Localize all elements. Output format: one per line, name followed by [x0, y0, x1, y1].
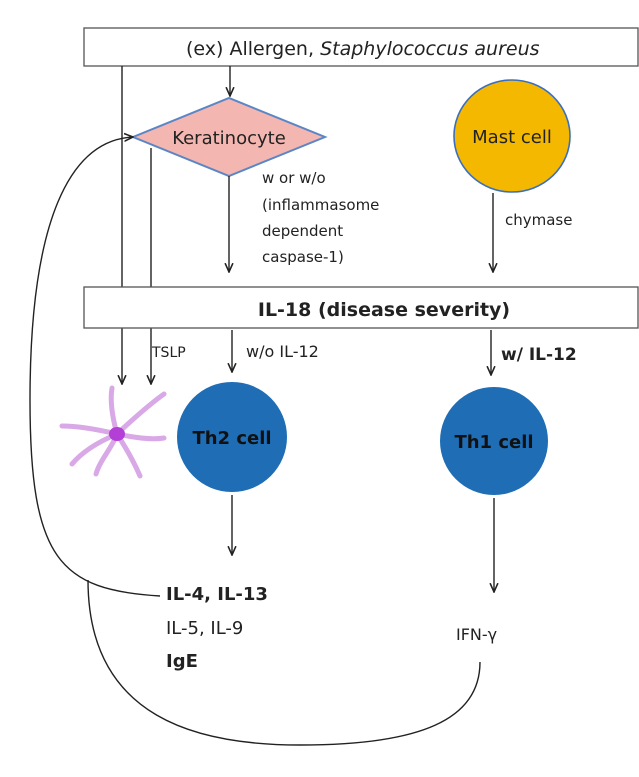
keratinocyte-note-line2: (inflammasome — [262, 196, 379, 214]
keratinocyte-note-line4: caspase-1) — [262, 248, 344, 266]
th2-output-line3: IgE — [166, 651, 198, 672]
chymase-label: chymase — [505, 211, 572, 229]
allergen-text: (ex) Allergen, Staphylococcus aureus — [186, 38, 540, 60]
il18-box — [83, 286, 639, 329]
with-il12-label: w/ IL-12 — [501, 345, 577, 365]
mast-cell-label: Mast cell — [472, 127, 552, 148]
mast-cell-circle — [453, 79, 571, 193]
th2-cell-circle — [177, 382, 287, 492]
keratinocyte-label: Keratinocyte — [172, 128, 286, 149]
th2-output-line1: IL-4, IL-13 — [166, 584, 268, 605]
keratinocyte-note-line1: w or w/o — [262, 169, 326, 187]
th1-cell-circle — [440, 387, 548, 495]
keratinocyte-note-line3: dependent — [262, 222, 343, 240]
feedback-loop-cytokines-to-keratinocyte — [29, 137, 161, 597]
ifn-gamma-label: IFN-γ — [456, 625, 497, 644]
th2-output-line2: IL-5, IL-9 — [166, 618, 243, 639]
th1-cell-label: Th1 cell — [454, 432, 533, 453]
dendritic-nucleus — [109, 427, 125, 441]
without-il12-label: w/o IL-12 — [246, 342, 319, 361]
il18-label: IL-18 (disease severity) — [258, 299, 510, 321]
bottom-loop-ifng — [87, 579, 481, 746]
allergen-box — [83, 27, 639, 67]
allergen-prefix: (ex) Allergen, — [186, 38, 320, 60]
keratinocyte-diamond — [130, 96, 328, 178]
th2-cell-label: Th2 cell — [192, 428, 271, 449]
allergen-organism: Staphylococcus aureus — [320, 38, 540, 60]
tslp-label: TSLP — [151, 345, 186, 361]
